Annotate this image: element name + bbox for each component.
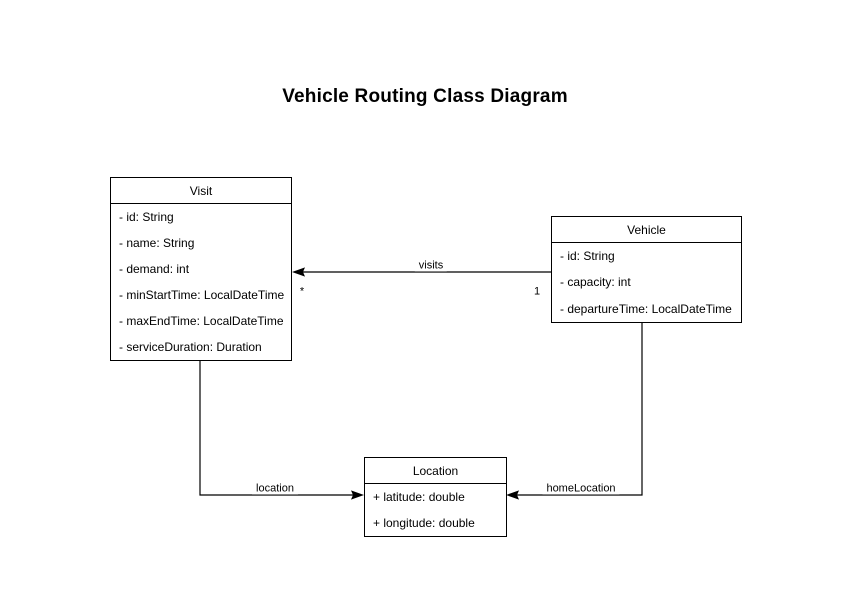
attribute-compartment-location: + latitude: double + longitude: double bbox=[365, 484, 506, 536]
attribute-row: - minStartTime: LocalDateTime bbox=[119, 288, 285, 302]
class-name-visit: Visit bbox=[111, 178, 291, 204]
attribute-compartment-vehicle: - id: String - capacity: int - departure… bbox=[552, 243, 741, 322]
attribute-row: - capacity: int bbox=[560, 275, 631, 290]
attribute-row: + longitude: double bbox=[373, 516, 475, 530]
class-box-location[interactable]: Location + latitude: double + longitude:… bbox=[364, 457, 507, 537]
edge-label-home-location: homeLocation bbox=[542, 483, 620, 495]
edge-home-location bbox=[506, 323, 643, 500]
class-name-vehicle: Vehicle bbox=[552, 217, 741, 243]
multiplicity-visit: * bbox=[299, 285, 305, 298]
attribute-row: - serviceDuration: Duration bbox=[119, 340, 262, 354]
multiplicity-vehicle: 1 bbox=[533, 285, 541, 298]
class-name-location: Location bbox=[365, 458, 506, 484]
class-box-visit[interactable]: Visit - id: String - name: String - dema… bbox=[110, 177, 292, 361]
edge-location bbox=[199, 361, 364, 500]
attribute-row: - demand: int bbox=[119, 262, 190, 276]
attribute-row: - departureTime: LocalDateTime bbox=[560, 301, 732, 316]
class-box-vehicle[interactable]: Vehicle - id: String - capacity: int - d… bbox=[551, 216, 742, 323]
edge-label-visits: visits bbox=[414, 260, 448, 272]
attribute-row: - name: String bbox=[119, 236, 195, 250]
edge-label-location: location bbox=[252, 483, 298, 495]
attribute-compartment-visit: - id: String - name: String - demand: in… bbox=[111, 204, 291, 360]
page-title: Vehicle Routing Class Diagram bbox=[282, 86, 568, 107]
attribute-row: - id: String bbox=[119, 210, 174, 224]
attribute-row: + latitude: double bbox=[373, 490, 465, 504]
attribute-row: - id: String bbox=[560, 249, 615, 264]
attribute-row: - maxEndTime: LocalDateTime bbox=[119, 314, 284, 328]
